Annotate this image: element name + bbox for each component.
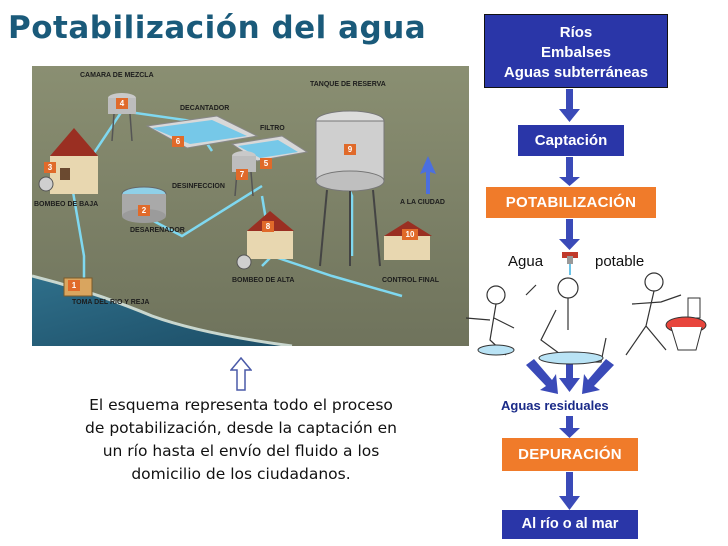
plant-number-10: 10 [406, 230, 415, 239]
destino-box: Al río o al mar [502, 510, 638, 539]
up-arrow-icon [230, 357, 252, 391]
label-toma-del-rio: TOMA DEL RIO Y REJA [72, 299, 149, 306]
arrow-left [526, 359, 558, 394]
label-desinfeccion: DESINFECCION [172, 183, 225, 190]
label-camara-de-mezcla: CAMARA DE MEZCLA [80, 72, 154, 79]
plant-number-9: 9 [348, 145, 353, 154]
label-filtro: FILTRO [260, 125, 285, 132]
plant-number-6: 6 [176, 137, 181, 146]
toilet-icon [665, 297, 707, 351]
captacion-box: Captación [518, 125, 624, 156]
source-aguas-subterraneas: Aguas subterráneas [503, 64, 649, 81]
description-text: El esquema representa todo el proceso de… [85, 396, 397, 483]
plant-number-4: 4 [120, 99, 125, 108]
source-embalses: Embalses [540, 44, 612, 61]
plant-number-2: 2 [142, 206, 147, 215]
source-rios: Ríos [559, 24, 593, 41]
label-control-final: CONTROL FINAL [382, 277, 440, 284]
people-sketch-icon [465, 272, 682, 363]
label-tanque-de-reserva: TANQUE DE RESERVA [310, 81, 386, 88]
label-bombeo-de-baja: BOMBEO DE BAJA [34, 201, 98, 208]
plant-number-7: 7 [240, 170, 245, 179]
label-decantador: DECANTADOR [180, 105, 229, 112]
sources-box: Ríos Embalses Aguas subterráneas [484, 14, 668, 88]
plant-number-5: 5 [264, 159, 269, 168]
page-title: Potabilización del agua [8, 10, 427, 46]
potabilizacion-box: POTABILIZACIÓN [486, 187, 656, 218]
aguas-residuales-label: Aguas residuales [501, 398, 609, 413]
plant-number-1: 1 [72, 281, 77, 290]
depuracion-box: DEPURACIÓN [502, 438, 638, 471]
label-a-la-ciudad: A LA CIUDAD [400, 199, 445, 206]
plant-number-8: 8 [266, 222, 271, 231]
plant-number-3: 3 [48, 163, 53, 172]
arrow-right [582, 359, 614, 394]
label-desarenador: DESARENADOR [130, 227, 185, 234]
sink-icon [477, 344, 604, 365]
potable-label: potable [595, 253, 645, 270]
agua-label: Agua [508, 253, 544, 270]
faucet-icon [562, 252, 578, 275]
treatment-plant-illustration: 4 6 5 7 3 2 9 8 10 1 CAMARA DE MEZCLA DE… [32, 66, 469, 346]
flow-arrows [465, 89, 707, 510]
label-bombeo-de-alta: BOMBEO DE ALTA [232, 277, 294, 284]
